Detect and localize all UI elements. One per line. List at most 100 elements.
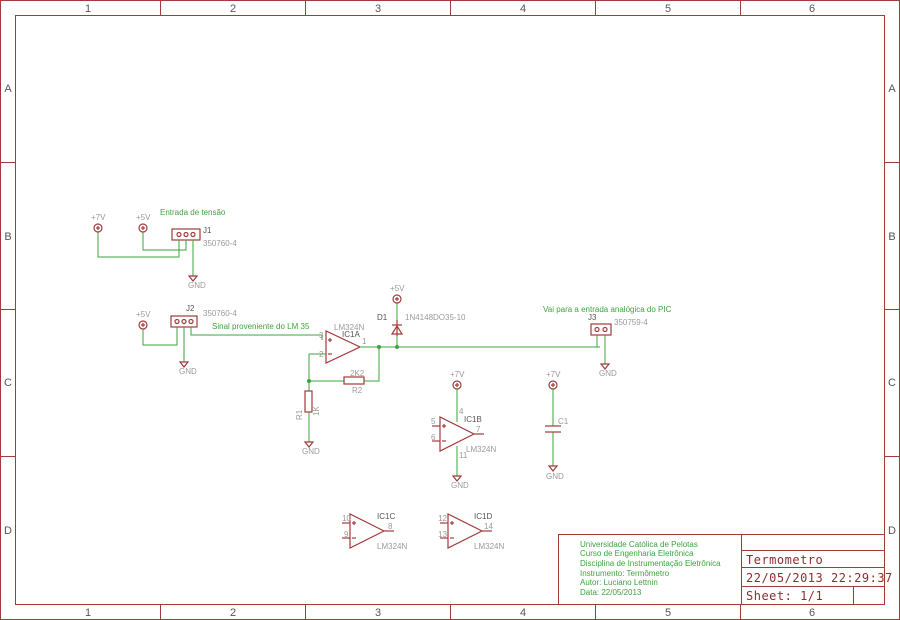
col-label-3: 3 [375,3,381,15]
opamp-ic1a [325,330,362,364]
gnd-j3-symbol [599,363,611,370]
row-label-a: A [4,83,12,95]
label-vai-pic: Vai para a entrada analógica do PIC [543,305,672,314]
gnd-ic1b-symbol [451,475,463,482]
j3-wires [596,335,606,364]
r2-value: 2K2 [350,369,365,378]
ic1b-pin-6: 6 [431,433,436,442]
connector-j2 [170,315,198,328]
connector-j3 [590,323,612,336]
col-label-5: 5 [665,3,671,15]
supply-7v-c1-symbol [548,380,558,390]
col-label-6-bottom: 6 [809,607,815,619]
supply-5v-j2-symbol [138,320,148,330]
r2-name: R2 [352,386,363,395]
supply-5v-j2-label: +5V [136,310,151,319]
supply-5v-j1-symbol [138,223,148,233]
c1-name: C1 [558,417,569,426]
ic1d-pin-12: 12 [438,514,447,523]
j1-wires [97,232,194,276]
junction-ic1a-out [377,345,381,349]
col-label-4-bottom: 4 [520,607,526,619]
ic1b-pin-7: 7 [476,425,481,434]
opamp-ic1b [432,416,484,452]
ic1d-name: IC1D [474,512,492,521]
sheet-text: Sheet: 1/1 [746,589,823,603]
d1-name: D1 [377,313,388,322]
info-line-3: Disciplina de Instrumentação Eletrônica [580,559,721,568]
row-label-d-right: D [888,525,896,537]
supply-7v-j1-label: +7V [91,213,106,222]
ic1b-pin-11: 11 [459,451,468,460]
label-sinal-lm35: Sinal proveniente do LM 35 [212,322,310,331]
info-line-2: Curso de Engenharia Eletrônica [580,549,694,558]
ic1d-pin-13: 13 [438,530,447,539]
ic1b-pin-4: 4 [459,407,464,416]
ic1b-name: IC1B [464,415,482,424]
supply-7v-j1-symbol [93,223,103,233]
row-label-d: D [4,525,12,537]
gnd-r1-label: GND [302,447,320,456]
connector-j1 [171,228,201,241]
j3-name: J3 [588,313,597,322]
gnd-c1-label: GND [546,472,564,481]
row-label-c: C [4,377,12,389]
opamp-ic1c [342,513,394,549]
j2-value: 350760-4 [203,309,237,318]
ic1a-pin-3: 3 [319,331,324,340]
gnd-j1-symbol [187,275,199,282]
gnd-j1-label: GND [188,281,206,290]
col-label-2: 2 [230,3,236,15]
supply-5v-d1-symbol [392,294,402,304]
junction-diode [395,345,399,349]
opamp-ic1d [440,513,492,549]
gnd-j2-label: GND [179,367,197,376]
row-label-b-right: B [888,231,895,243]
row-label-b: B [4,231,11,243]
ic1c-pin-8: 8 [388,522,393,531]
gnd-r1-symbol [303,441,315,448]
j2-name: J2 [186,304,195,313]
capacitor-c1 [545,425,561,433]
col-label-1: 1 [85,3,91,15]
row-label-c-right: C [888,377,896,389]
gnd-j3-label: GND [599,369,617,378]
title-block-frame [558,534,885,605]
col-label-1-bottom: 1 [85,607,91,619]
col-label-5-bottom: 5 [665,607,671,619]
ic1a-name: IC1A [342,330,360,339]
col-label-3-bottom: 3 [375,607,381,619]
ic1c-name: IC1C [377,512,395,521]
j1-value: 350760-4 [203,239,237,248]
supply-7v-ic1b-label: +7V [450,370,465,379]
col-label-4: 4 [520,3,526,15]
info-line-1: Universidade Católica de Pelotas [580,540,698,549]
label-entrada-tensao: Entrada de tensão [160,208,226,217]
resistor-r2 [343,376,365,385]
resistor-r1 [304,390,313,413]
info-line-5: Autor: Luciano Lettnin [580,578,658,587]
r1-value: 1K [312,406,321,416]
ic1b-value: LM324N [466,445,496,454]
datetime-text: 22/05/2013 22:29:37 [746,571,893,585]
ic1b-pin-5: 5 [431,417,436,426]
ic1c-pin-10: 10 [342,514,351,523]
r1-name: R1 [295,409,304,420]
junction-feedback [307,379,311,383]
ic1c-value: LM324N [377,542,407,551]
ic1d-pin-14: 14 [484,522,493,531]
d1-value: 1N4148DO35-10 [405,313,466,322]
j1-name: J1 [203,226,212,235]
info-line-4: Instrumento: Termômetro [580,569,670,578]
col-label-2-bottom: 2 [230,607,236,619]
supply-7v-ic1b-symbol [452,380,462,390]
ic1a-value: LM324N [334,323,364,332]
supply-5v-j1-label: +5V [136,213,151,222]
col-label-6: 6 [809,3,815,15]
j3-value: 350759-4 [614,318,648,327]
ic1c-pin-9: 9 [344,530,349,539]
gnd-c1-symbol [547,465,559,472]
ic1a-pin-1: 1 [362,337,367,346]
